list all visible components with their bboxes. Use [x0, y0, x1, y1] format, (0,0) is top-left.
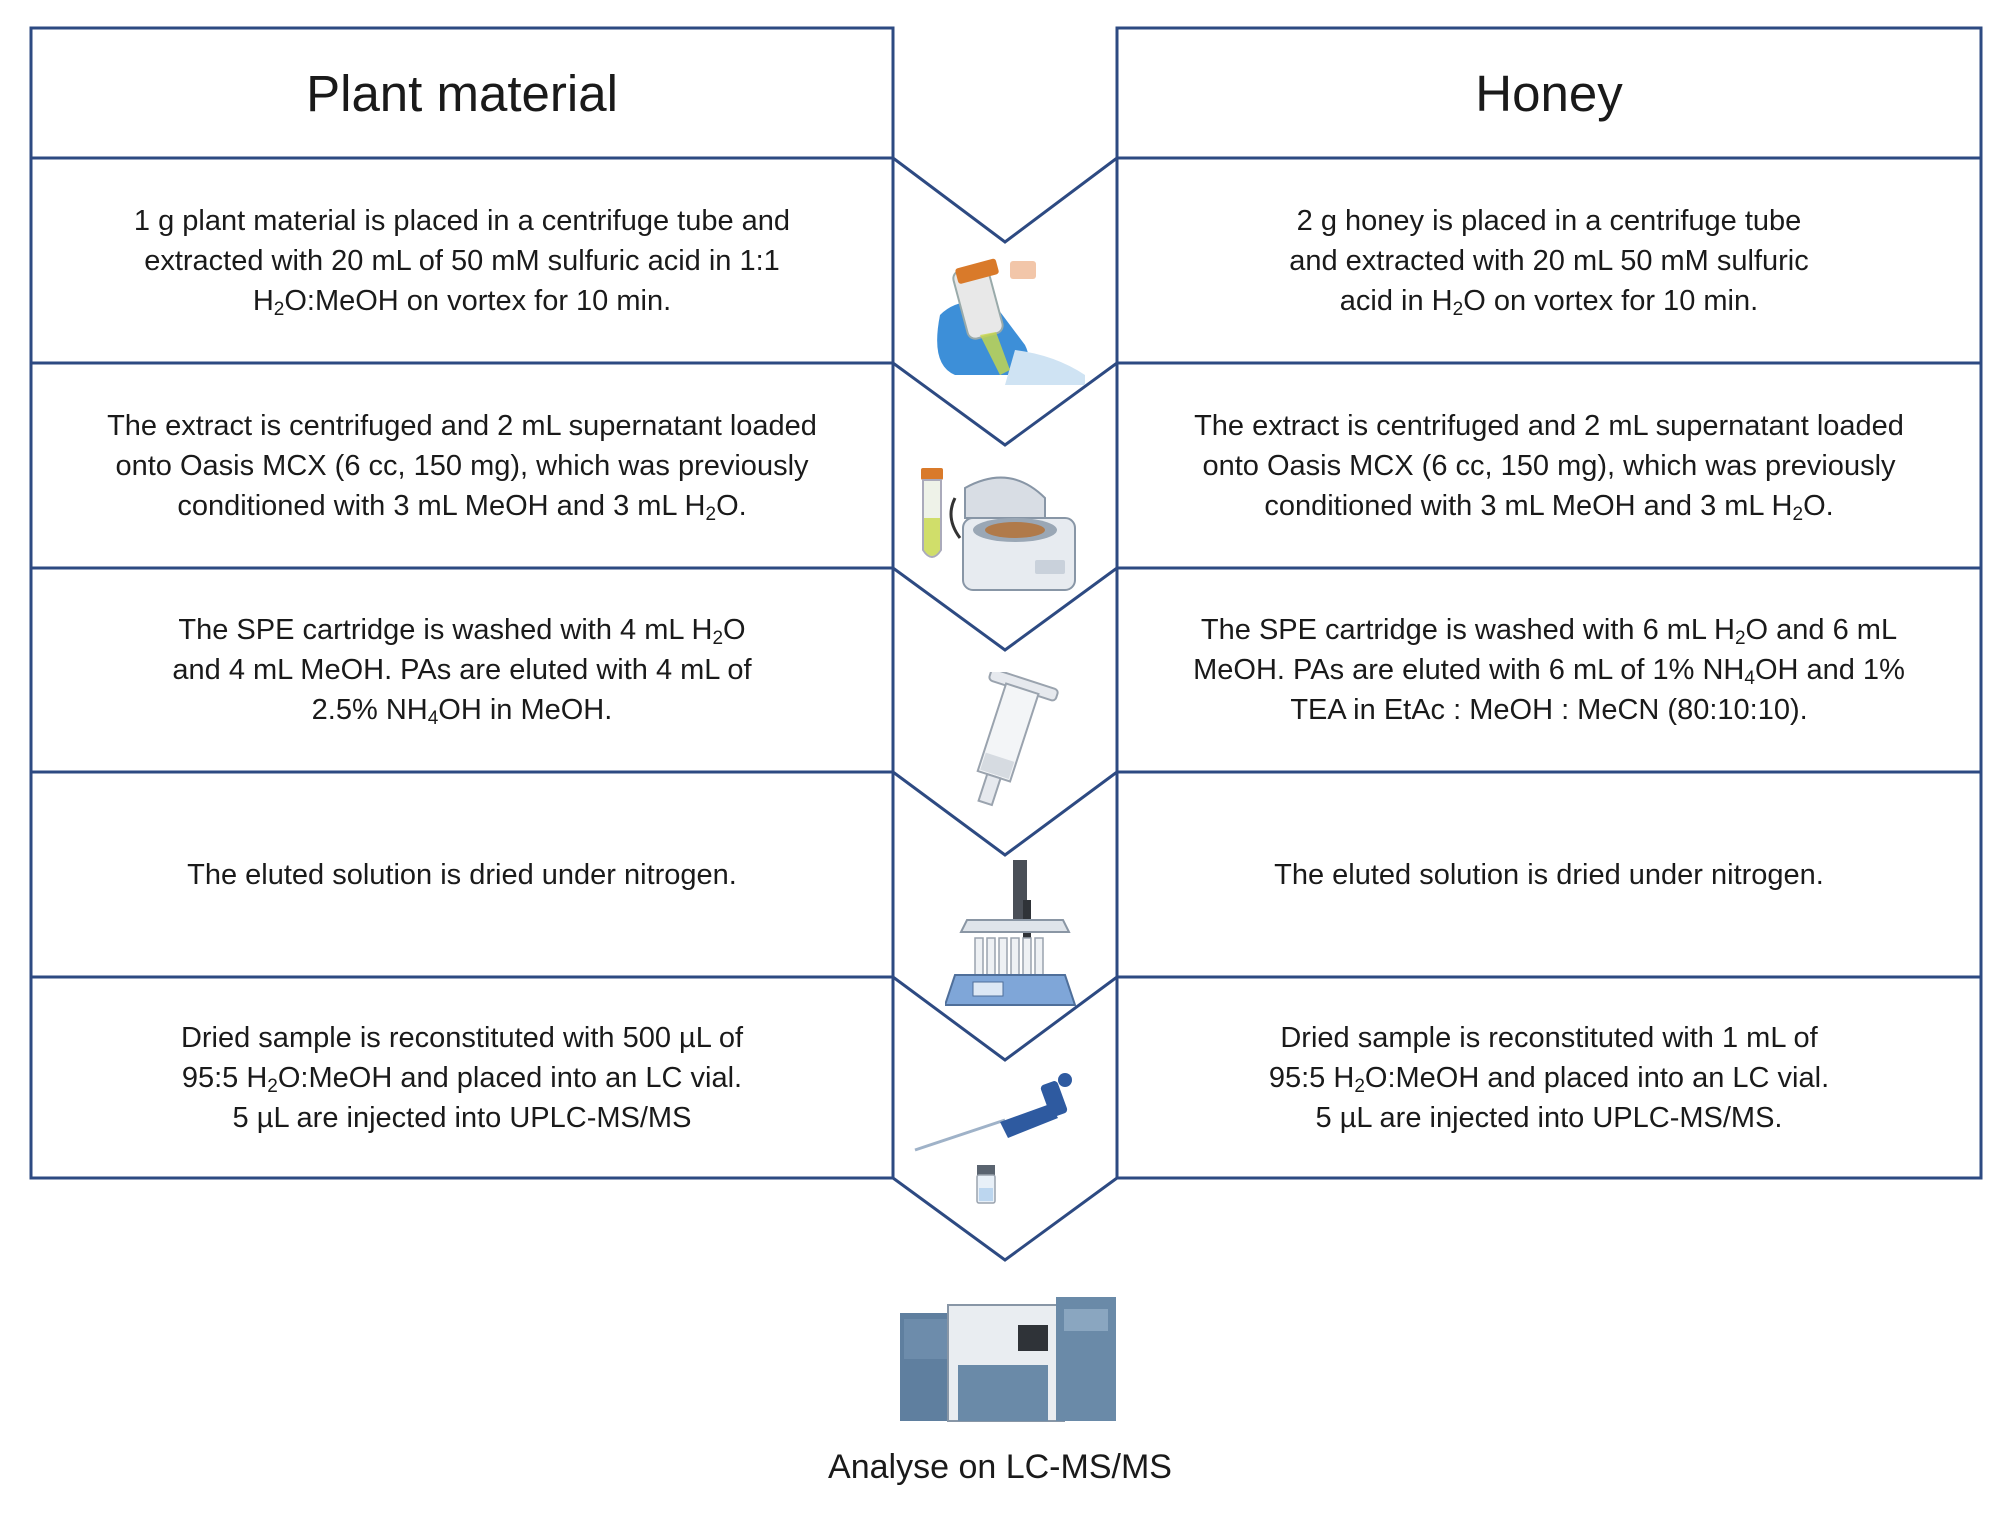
plant-step: The eluted solution is dried under nitro…	[31, 772, 893, 977]
step-text: The extract is centrifuged and 2 mL supe…	[1194, 406, 1904, 526]
step-text: Dried sample is reconstituted with 1 mL …	[1269, 1018, 1829, 1138]
step-line: TEA in EtAc : MeOH : MeCN (80:10:10).	[1290, 694, 1808, 726]
honey-step: The extract is centrifuged and 2 mL supe…	[1117, 363, 1981, 568]
step-text: The extract is centrifuged and 2 mL supe…	[107, 406, 817, 526]
plant-step: The SPE cartridge is washed with 4 mL H2…	[31, 568, 893, 772]
step-text: 1 g plant material is placed in a centri…	[134, 201, 790, 321]
nitrogen-evaporator-icon	[945, 860, 1077, 1006]
vortex-hand-icon	[937, 258, 1085, 385]
honey-step: The SPE cartridge is washed with 6 mL H2…	[1117, 568, 1981, 772]
step-line: The eluted solution is dried under nitro…	[187, 858, 737, 891]
spe-cartridge-icon	[976, 672, 1059, 807]
step-text: The SPE cartridge is washed with 6 mL H2…	[1193, 610, 1905, 730]
plant-material-column: Plant material 1 g plant material is pla…	[31, 28, 893, 1178]
step-line: 5 µL are injected into UPLC-MS/MS.	[1315, 1101, 1783, 1134]
step-line: The SPE cartridge is washed with 6 mL H2…	[1200, 614, 1898, 649]
pipette-vial-icon	[914, 1073, 1072, 1204]
step-line: Dried sample is reconstituted with 1 mL …	[1280, 1021, 1818, 1054]
step-text: The SPE cartridge is washed with 4 mL H2…	[172, 610, 751, 730]
plant-step: 1 g plant material is placed in a centri…	[31, 158, 893, 363]
step-text: 2 g honey is placed in a centrifuge tube…	[1289, 201, 1809, 321]
step-line: The extract is centrifuged and 2 mL supe…	[107, 409, 817, 442]
step-line: 2.5% NH4OH in MeOH.	[311, 694, 613, 729]
step-line: extracted with 20 mL of 50 mM sulfuric a…	[144, 244, 780, 277]
step-line: The eluted solution is dried under nitro…	[1274, 858, 1824, 891]
step-text: The eluted solution is dried under nitro…	[1274, 855, 1824, 895]
footer-label: Analyse on LC-MS/MS	[828, 1448, 1172, 1486]
step-line: and 4 mL MeOH. PAs are eluted with 4 mL …	[172, 654, 752, 686]
step-line: onto Oasis MCX (6 cc, 150 mg), which was…	[1202, 449, 1896, 482]
step-line: conditioned with 3 mL MeOH and 3 mL H2O.	[177, 489, 747, 525]
step-line: The extract is centrifuged and 2 mL supe…	[1194, 409, 1904, 442]
step-line: conditioned with 3 mL MeOH and 3 mL H2O.	[1264, 489, 1834, 525]
step-line: and extracted with 20 mL 50 mM sulfuric	[1289, 244, 1809, 277]
honey-title-text: Honey	[1475, 64, 1623, 122]
step-line: 95:5 H2O:MeOH and placed into an LC vial…	[1268, 1061, 1830, 1097]
honey-column: Honey 2 g honey is placed in a centrifug…	[1117, 28, 1981, 1178]
lc-ms-instrument-icon	[900, 1297, 1116, 1422]
centrifuge-icon	[921, 468, 1076, 591]
plant-step: Dried sample is reconstituted with 500 µ…	[31, 977, 893, 1178]
step-line: 2 g honey is placed in a centrifuge tube	[1296, 204, 1802, 237]
step-text: The eluted solution is dried under nitro…	[187, 855, 737, 895]
honey-step: Dried sample is reconstituted with 1 mL …	[1117, 977, 1981, 1178]
step-line: 95:5 H2O:MeOH and placed into an LC vial…	[181, 1061, 743, 1097]
step-line: The SPE cartridge is washed with 4 mL H2…	[178, 614, 746, 649]
step-line: MeOH. PAs are eluted with 6 mL of 1% NH4…	[1193, 654, 1905, 689]
honey-step: 2 g honey is placed in a centrifuge tube…	[1117, 158, 1981, 363]
step-line: 5 µL are injected into UPLC-MS/MS	[232, 1101, 692, 1134]
step-line: Dried sample is reconstituted with 500 µ…	[180, 1021, 744, 1054]
step-line: H2O:MeOH on vortex for 10 min.	[252, 284, 672, 320]
honey-title: Honey	[1117, 28, 1981, 158]
step-text: Dried sample is reconstituted with 500 µ…	[181, 1018, 743, 1138]
honey-step: The eluted solution is dried under nitro…	[1117, 772, 1981, 977]
plant-material-title-text: Plant material	[306, 64, 618, 122]
plant-step: The extract is centrifuged and 2 mL supe…	[31, 363, 893, 568]
plant-material-title: Plant material	[31, 28, 893, 158]
step-line: acid in H2O on vortex for 10 min.	[1339, 284, 1759, 320]
step-line: onto Oasis MCX (6 cc, 150 mg), which was…	[115, 449, 809, 482]
step-line: 1 g plant material is placed in a centri…	[133, 204, 791, 237]
